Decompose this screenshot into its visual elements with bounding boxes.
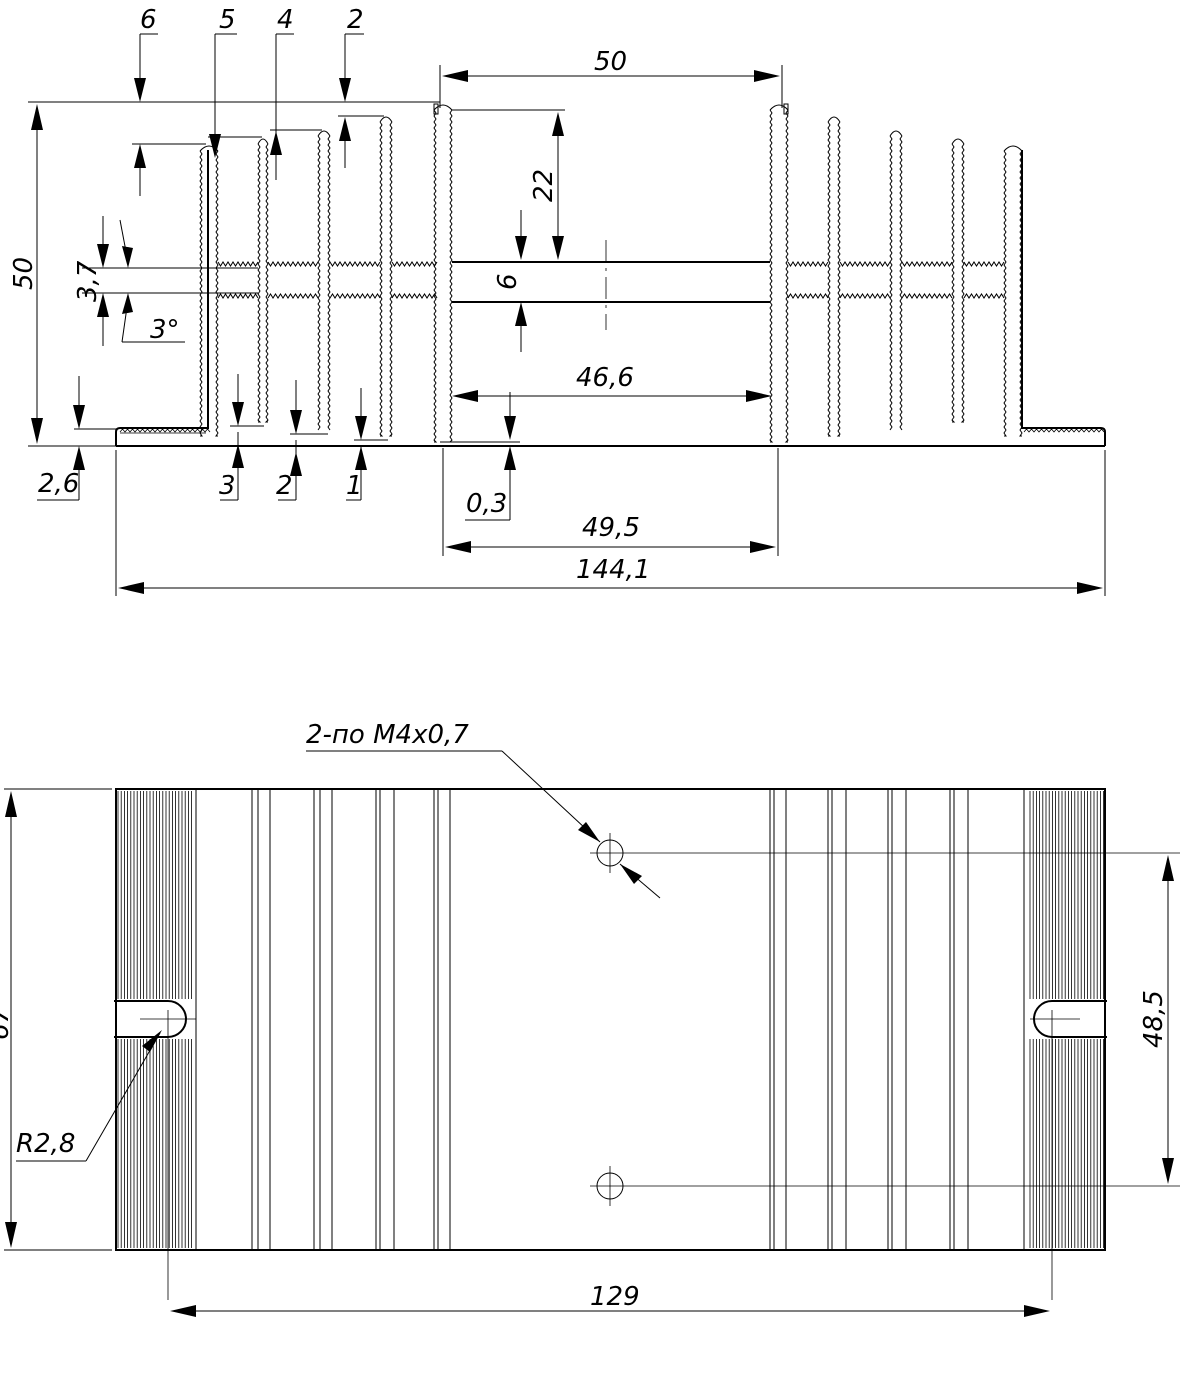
dim-fin-2-bottom: 2	[276, 471, 293, 501]
dim-overall-144-1: 144,1	[576, 555, 650, 585]
dim-slot-arrow-right	[1024, 1305, 1050, 1317]
radius-arrow	[142, 1030, 162, 1052]
dim-gap-6: 6	[493, 273, 523, 290]
thread-arrow-2	[620, 864, 642, 884]
dim-fin-6: 6	[140, 5, 157, 35]
thread-note: 2-по М4х0,7	[306, 720, 469, 750]
dim-fin-5: 5	[219, 5, 236, 35]
dim-hole-arrow-bottom	[1162, 1158, 1174, 1184]
profile-view: 6 5 4 2 50 50 22 6 3,7 3° 46,6 2,6 3 2 1…	[9, 5, 1106, 596]
dim-fin-1-bottom: 1	[346, 471, 363, 501]
radius-leader	[16, 1032, 161, 1162]
dim-height-arrow-top	[5, 791, 17, 817]
profile-arrowheads	[31, 70, 1103, 594]
dim-slot-spacing: 129	[590, 1282, 640, 1312]
dim-height-lines	[4, 788, 112, 1251]
dim-hole-arrow-top	[1162, 855, 1174, 881]
profile-outline	[115, 103, 1106, 447]
dim-slot-arrow-left	[170, 1305, 196, 1317]
plan-fin-lines	[195, 789, 1025, 1250]
dim-base-2-6: 2,6	[38, 469, 79, 499]
dim-fin-4: 4	[277, 5, 294, 35]
plan-body-outline	[115, 788, 1106, 1251]
dim-gap-3-7: 3,7	[73, 260, 103, 302]
plan-fin-hatching	[117, 791, 1104, 1248]
dim-hole-spacing: 48,5	[1139, 990, 1169, 1048]
dim-fin-2-top: 2	[347, 5, 364, 35]
thread-arrow-1	[578, 822, 600, 842]
plan-view: 2-по М4х0,7 48,5 67 R2,8 129	[0, 720, 1180, 1317]
hole-center-lines	[140, 833, 1180, 1300]
dim-depth-22: 22	[529, 169, 559, 202]
dim-fin-3-bottom: 3	[219, 471, 236, 501]
dim-height-partial: 67	[0, 1006, 15, 1040]
dim-height-arrow-bottom	[5, 1222, 17, 1248]
profile-dimension-lines	[28, 33, 1106, 596]
dim-bottom-49-5: 49,5	[582, 513, 640, 543]
dim-top-width: 50	[594, 47, 627, 77]
dim-angle-3deg: 3°	[150, 315, 180, 345]
dim-base-0-3: 0,3	[466, 489, 507, 519]
thread-leader	[306, 750, 661, 899]
dim-radius: R2,8	[16, 1129, 75, 1159]
dim-height-total: 50	[9, 257, 39, 290]
dim-inner-46-6: 46,6	[576, 363, 634, 393]
